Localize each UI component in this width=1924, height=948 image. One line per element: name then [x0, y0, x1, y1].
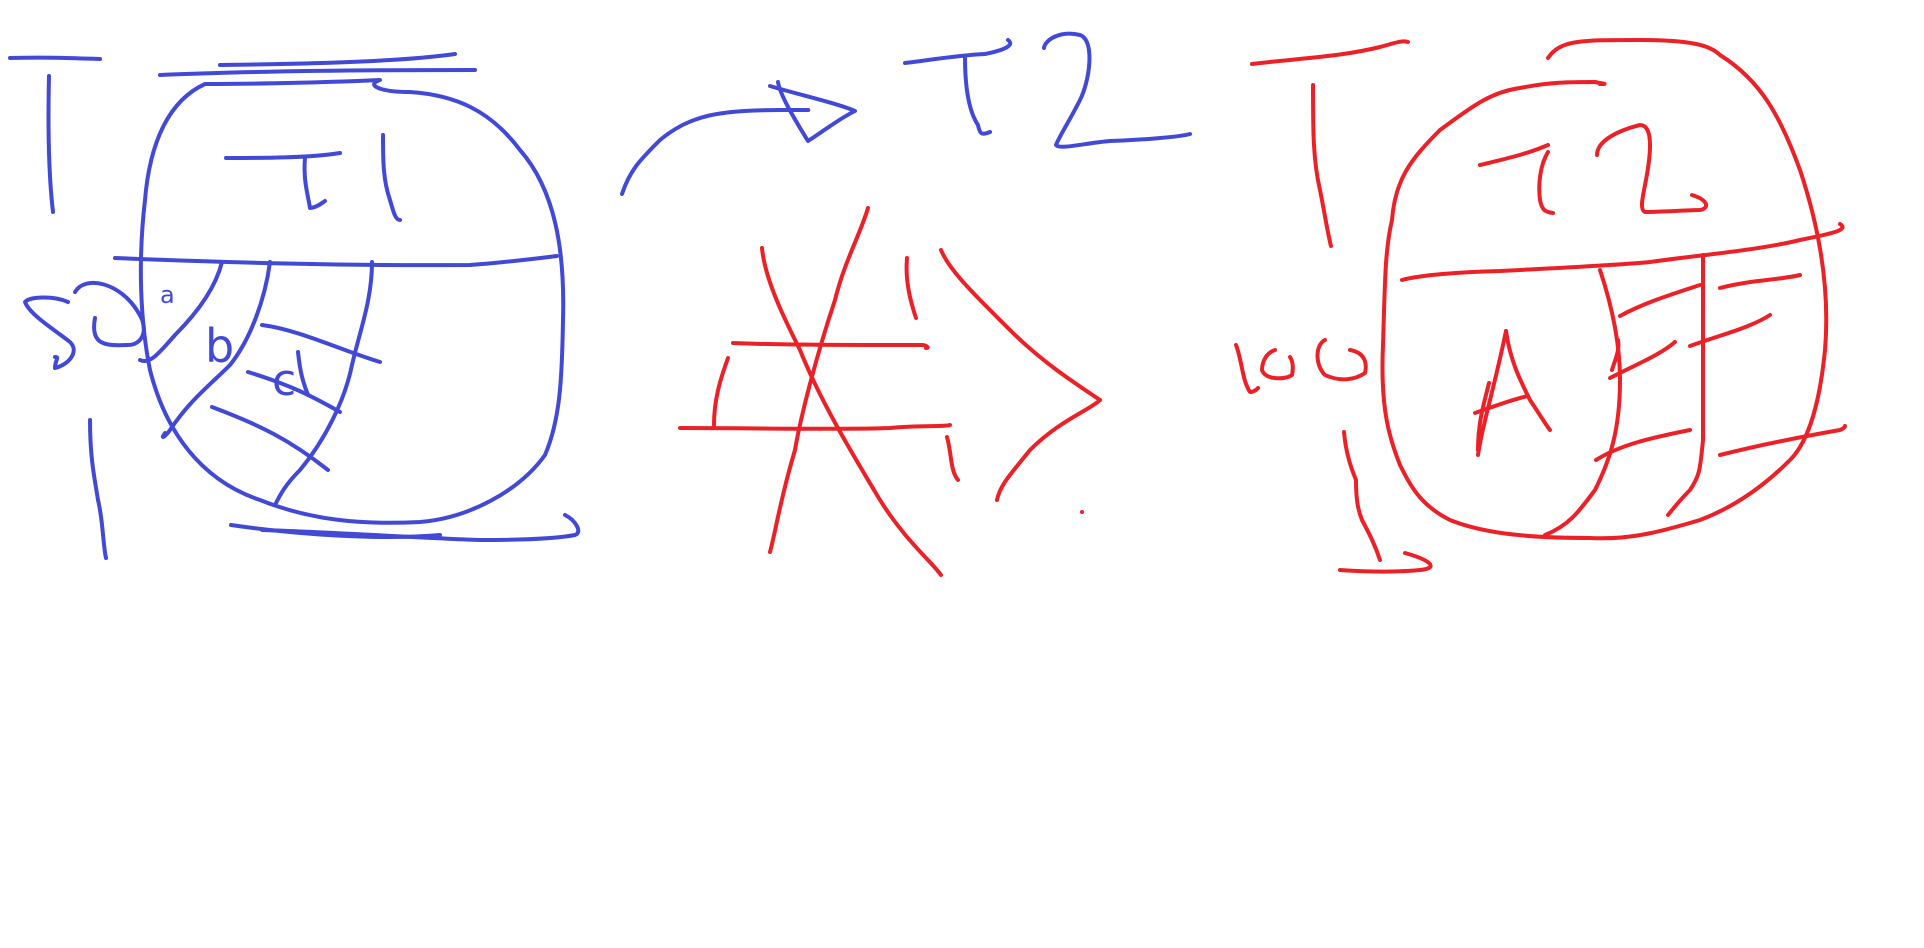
neq-side-mark — [712, 356, 730, 427]
right-t2-t-stem — [1537, 150, 1555, 215]
greater-than-sign — [939, 248, 1102, 514]
neq-bar-top — [731, 341, 930, 350]
left-tick — [296, 350, 310, 397]
right-stair-3 — [1594, 428, 1692, 462]
right-t2-two — [1595, 123, 1709, 214]
left-figure: a b c — [8, 52, 581, 560]
arrow-curve — [620, 108, 811, 196]
left-top-line-1 — [158, 68, 477, 77]
right-bottom-line — [1338, 551, 1433, 574]
left-t1-one — [381, 133, 402, 222]
right-vertical-1 — [1543, 268, 1622, 537]
left-t-stem-stroke — [46, 74, 55, 214]
right-a-side — [1476, 381, 1491, 452]
right-divider — [1400, 222, 1845, 282]
cell-label-b: b — [205, 319, 234, 373]
right-a-left-leg — [1476, 329, 1508, 457]
right-a-crossbar — [1473, 394, 1530, 415]
left-t-bar-stroke — [8, 55, 102, 61]
left-arc-1 — [260, 323, 382, 364]
arrow-group: T2 — [620, 31, 1192, 196]
top-right-t-bar — [903, 38, 1013, 65]
left-t1-t-bar — [224, 151, 342, 160]
top-right-two — [1042, 31, 1192, 149]
left-curve-inner — [273, 260, 374, 507]
left-arc-3 — [210, 405, 330, 472]
right-stair-tick — [1610, 338, 1621, 372]
left-curve-mid — [161, 260, 272, 439]
right-side-mark-1 — [1234, 343, 1260, 394]
right-a-right-leg — [1504, 329, 1552, 432]
cell-label-a: a — [160, 281, 175, 309]
right-stair-1 — [1618, 283, 1702, 318]
gt-dot — [1080, 510, 1084, 514]
right-stair-2 — [1608, 340, 1677, 380]
right-stair-6 — [1718, 424, 1847, 457]
neq-slash-1 — [760, 246, 943, 577]
neq-bar-bottom — [678, 423, 952, 431]
right-circle — [1380, 38, 1829, 541]
right-stair-4 — [1718, 273, 1802, 290]
top-right-t-stem — [963, 55, 992, 136]
left-arc-2 — [246, 370, 342, 414]
right-side-o — [1315, 338, 1368, 382]
left-curve-outer — [138, 260, 224, 364]
neq-small-mark-1 — [904, 256, 918, 320]
left-t1-t-stem — [302, 156, 327, 210]
left-side-loop — [23, 295, 76, 370]
right-t-stem-stroke — [1311, 83, 1333, 248]
left-bottom-vertical — [88, 418, 108, 560]
left-divider — [113, 254, 559, 268]
gt-lower — [995, 398, 1102, 502]
arrow-head — [768, 80, 857, 143]
left-bottom-line-2 — [260, 513, 581, 542]
right-stair-5 — [1688, 313, 1772, 348]
left-side-hook — [73, 281, 146, 348]
not-equal-sign — [678, 206, 960, 577]
neq-slash-2 — [768, 206, 870, 554]
right-t-bar-stroke — [1250, 39, 1410, 66]
left-top-line-2 — [218, 52, 457, 67]
right-t2-t-bar — [1478, 143, 1550, 167]
neq-small-mark-2 — [945, 435, 960, 482]
right-bottom-hook — [1342, 430, 1382, 562]
right-side-u — [1260, 348, 1295, 381]
cell-label-c: c — [272, 355, 296, 406]
gt-upper — [939, 248, 1102, 402]
right-figure — [1234, 38, 1847, 574]
right-vertical-2 — [1666, 253, 1706, 517]
